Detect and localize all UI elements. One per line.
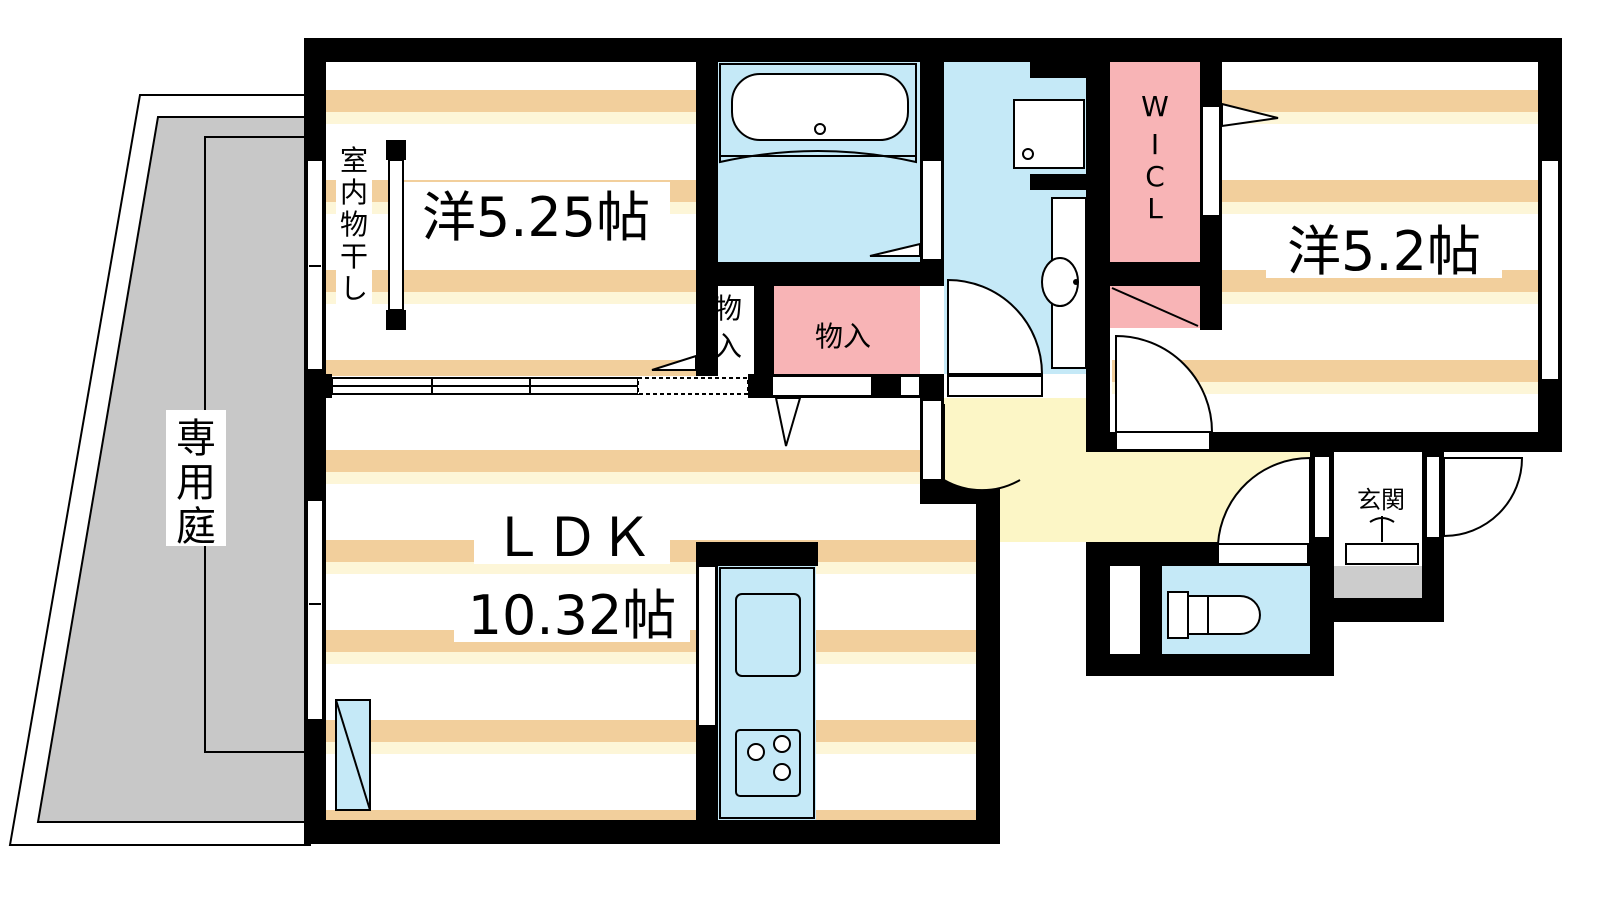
storage-small-char: 入	[714, 330, 742, 363]
ldk-label: ＬＤＫ	[491, 506, 653, 569]
label-backgrounds	[166, 142, 1502, 642]
indoor-drying-char: 室	[340, 144, 368, 177]
entrance-label: 玄関	[1357, 486, 1405, 514]
door-arrow-4	[1221, 102, 1279, 128]
kitchen-counter	[719, 567, 815, 819]
wash-basin	[1041, 197, 1087, 369]
garden-label: 専 用 庭	[176, 416, 216, 550]
walls	[304, 38, 1562, 844]
sliding-doors	[331, 377, 749, 395]
wc-separator	[1112, 566, 1140, 654]
indoor-drying-label: 室 内 物 干 し	[340, 144, 368, 305]
windows	[306, 105, 1560, 727]
wic-char: W	[1141, 90, 1169, 123]
wic-label: W I C L	[1141, 90, 1169, 225]
western-room-2-label: 洋5.2帖	[1287, 220, 1481, 283]
entrance-step	[1334, 566, 1422, 598]
doors	[771, 278, 1524, 565]
door-arrow-2	[774, 397, 802, 447]
storage-floor	[774, 286, 920, 374]
hallway-floor	[944, 398, 1310, 542]
storage-small-char: 物	[714, 292, 742, 325]
shoe-cabinet	[335, 699, 371, 811]
indoor-drying-char: 内	[340, 176, 368, 209]
drying-pole	[386, 140, 406, 330]
western-room-1-label: 洋5.25帖	[422, 186, 650, 249]
garden-label-char: 専	[176, 416, 216, 462]
indoor-drying-char: し	[340, 272, 368, 305]
garden-label-char: 庭	[176, 504, 216, 550]
bathtub	[719, 63, 917, 157]
door-arrow-3	[869, 242, 921, 257]
storage-label: 物入	[815, 320, 871, 353]
entrance-arrow	[1369, 516, 1395, 542]
storage-small-label: 物 入	[714, 292, 742, 363]
washing-machine	[1013, 99, 1085, 169]
wic-char: L	[1147, 192, 1163, 225]
toilet	[1167, 591, 1261, 639]
bath-step	[719, 150, 917, 164]
wic-char: I	[1151, 128, 1159, 161]
wic-lower-diagonal	[1111, 287, 1199, 327]
wic-floor	[1110, 62, 1200, 262]
garden-label-char: 用	[176, 460, 216, 506]
ldk-size-label: 10.32帖	[468, 584, 677, 647]
wic-char: C	[1145, 160, 1165, 193]
indoor-drying-char: 干	[340, 240, 368, 273]
indoor-drying-char: 物	[340, 208, 368, 241]
door-arrow-1	[651, 354, 697, 371]
